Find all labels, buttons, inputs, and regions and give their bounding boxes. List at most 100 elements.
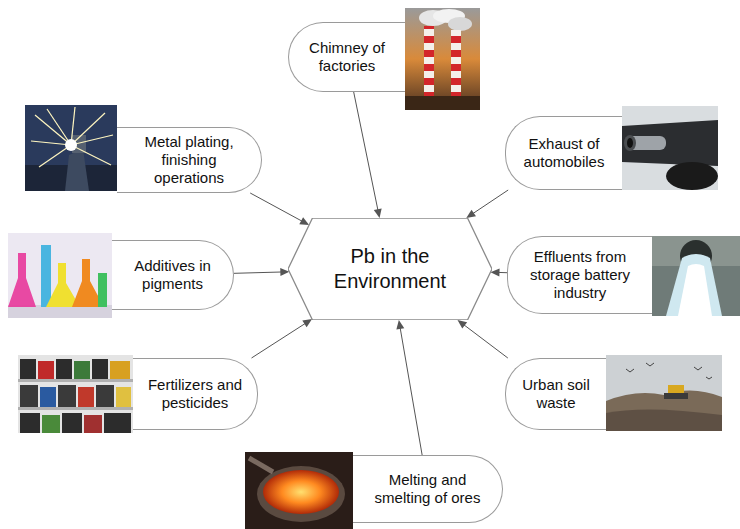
arrow-head xyxy=(396,320,404,330)
source-box: Chimney of factories xyxy=(288,22,405,92)
text-stack: Fertilizers and pesticides xyxy=(143,376,247,412)
illustration-part xyxy=(96,385,114,407)
source-label: Chimney of factories xyxy=(299,39,395,75)
source-label: Urban soil waste xyxy=(516,376,596,412)
arrow-connector xyxy=(396,320,422,455)
pigments-picture xyxy=(8,233,112,318)
illustration-part xyxy=(606,390,722,431)
text-stack: Metal plating, finishing operations xyxy=(127,133,251,187)
text-stack: Effluents from storage battery industry xyxy=(518,248,642,302)
connector-line xyxy=(234,272,281,273)
illustration-part xyxy=(606,409,722,431)
illustration-part xyxy=(606,355,722,431)
illustration-part xyxy=(71,135,113,145)
illustration-part xyxy=(646,363,654,366)
welding-picture xyxy=(25,105,117,191)
arrow-head xyxy=(299,217,309,225)
illustration-part xyxy=(627,138,633,148)
illustration-part xyxy=(263,470,339,514)
source-label: Fertilizers and pesticides xyxy=(143,376,247,412)
illustration-part xyxy=(626,363,712,379)
arrow-head xyxy=(466,210,476,218)
source-label: Additives in pigments xyxy=(122,257,223,293)
illustration-part xyxy=(92,359,108,379)
arrow-connector xyxy=(250,193,309,225)
connector-line xyxy=(400,328,422,455)
illustration-part xyxy=(706,377,712,379)
text-stack: Melting and smelting of ores xyxy=(363,471,492,507)
illustration-part xyxy=(40,387,56,407)
illustration-part xyxy=(56,359,72,379)
illustration-part xyxy=(8,253,36,307)
landfill-picture xyxy=(606,355,722,431)
arrow-head xyxy=(458,320,468,329)
illustration-part xyxy=(116,387,131,407)
exhaust-picture xyxy=(622,106,718,190)
illustration-part xyxy=(65,149,89,191)
source-box: Melting and smelting of ores xyxy=(353,455,503,523)
arrow-head xyxy=(302,319,312,327)
illustration-part xyxy=(666,254,722,316)
illustration-part xyxy=(84,415,102,433)
illustration-part xyxy=(20,359,36,379)
text-stack: Exhaust of automobiles xyxy=(516,135,612,171)
illustration-part xyxy=(249,458,273,472)
source-box: Metal plating, finishing operations xyxy=(117,127,262,193)
illustration-part xyxy=(8,233,112,318)
text-stack: Pb in the Environment xyxy=(325,244,455,294)
illustration-part xyxy=(41,245,51,307)
illustration-part xyxy=(18,379,133,382)
illustration-part xyxy=(694,367,702,370)
illustration-part xyxy=(624,135,636,151)
illustration-part xyxy=(20,413,40,433)
smelting-picture xyxy=(245,452,353,529)
illustration-part xyxy=(110,361,130,379)
illustration-part xyxy=(38,361,54,379)
source-label: Effluents from storage battery industry xyxy=(518,248,642,302)
illustration-part xyxy=(622,120,718,166)
illustration-part xyxy=(652,236,740,316)
fertilizer-picture xyxy=(18,355,133,433)
connector-line xyxy=(464,325,508,358)
illustration-part xyxy=(98,273,107,307)
illustration-part xyxy=(71,113,105,145)
hexagon-shape xyxy=(288,218,492,320)
arrow-connector xyxy=(466,190,508,218)
hexagon-outline xyxy=(288,218,492,320)
illustration-part xyxy=(622,106,718,190)
arrow-head xyxy=(374,208,382,218)
illustration-part xyxy=(664,393,688,399)
source-box: Fertilizers and pesticides xyxy=(133,358,258,430)
illustration-part xyxy=(71,145,111,165)
arrow-connector xyxy=(234,268,289,276)
illustration-part xyxy=(245,452,353,529)
illustration-part xyxy=(78,387,94,407)
illustration-part xyxy=(405,8,480,110)
effluent-picture xyxy=(652,236,740,316)
illustration-part xyxy=(678,264,712,316)
illustration-part xyxy=(18,355,133,433)
source-box: Additives in pigments xyxy=(112,240,234,310)
source-box: Effluents from storage battery industry xyxy=(507,236,652,314)
source-label: Melting and smelting of ores xyxy=(363,471,492,507)
source-label: Metal plating, finishing operations xyxy=(127,133,251,187)
source-label: Exhaust of automobiles xyxy=(516,135,612,171)
center-hexagon: Pb in the Environment xyxy=(288,218,492,320)
text-stack: Urban soil waste xyxy=(516,376,596,412)
illustration-part xyxy=(405,96,480,110)
illustration-part xyxy=(62,413,82,433)
source-box: Urban soil waste xyxy=(505,358,606,430)
chimney-picture xyxy=(405,8,480,110)
arrow-connector xyxy=(252,319,313,358)
illustration-part xyxy=(35,115,71,145)
illustration-part xyxy=(58,385,76,407)
arrow-connector xyxy=(354,92,382,218)
connector-line xyxy=(354,92,378,210)
illustration-part xyxy=(104,413,131,433)
illustration-part xyxy=(31,107,113,167)
illustration-part xyxy=(20,359,131,433)
illustration-part xyxy=(25,105,117,191)
illustration-part xyxy=(448,17,472,31)
connector-line xyxy=(473,190,508,214)
